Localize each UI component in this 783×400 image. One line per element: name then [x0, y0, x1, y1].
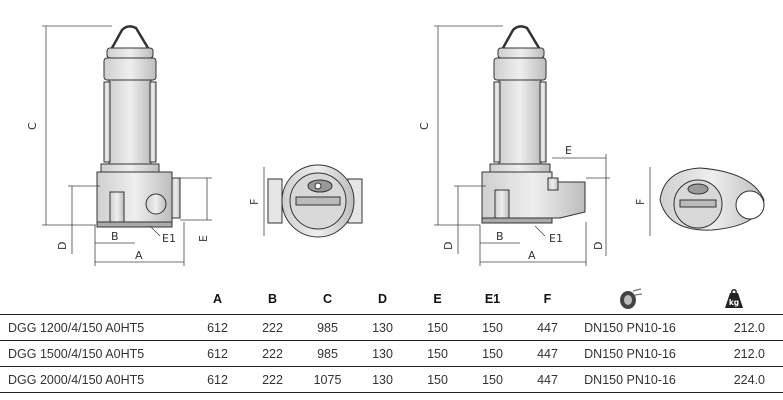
- left-dim-e1: E1: [162, 232, 176, 245]
- cell-d: 130: [355, 366, 410, 393]
- cell-c: 1075: [300, 366, 355, 393]
- cell-e: 150: [410, 366, 465, 393]
- pump-drawings: C D B A E1 E F: [26, 25, 765, 266]
- cell-c: 985: [300, 314, 355, 341]
- cell-flange: DN150 PN10-16: [575, 340, 685, 367]
- left-top-dim-f: F: [248, 199, 261, 205]
- cell-flange: DN150 PN10-16: [575, 366, 685, 393]
- weight-kg-icon: kg: [685, 284, 783, 315]
- left-dim-e: E: [197, 235, 210, 242]
- cell-weight: 212.0: [685, 340, 783, 367]
- cell-weight: 212.0: [685, 314, 783, 341]
- cell-e: 150: [410, 314, 465, 341]
- right-dim-d2: D: [592, 242, 605, 250]
- header-b: B: [267, 292, 278, 306]
- cell-b: 222: [245, 314, 300, 341]
- header-d: D: [377, 292, 388, 306]
- left-dim-b: B: [111, 230, 119, 243]
- left-side-view: [96, 25, 181, 228]
- cell-f: 447: [520, 366, 575, 393]
- cell-d: 130: [355, 314, 410, 341]
- header-c: C: [322, 292, 333, 306]
- right-top-view: [659, 167, 765, 231]
- specs-table: A B C D E E1 F kg: [0, 284, 783, 393]
- right-dim-c: C: [418, 122, 431, 130]
- table-row: DGG 1200/4/150 A0HT5 612 222 985 130 150…: [0, 314, 783, 341]
- cell-flange: DN150 PN10-16: [575, 314, 685, 341]
- right-top-dim-f: F: [634, 199, 647, 205]
- right-dim-b: B: [496, 230, 504, 243]
- cell-a: 612: [190, 340, 245, 367]
- cell-e: 150: [410, 340, 465, 367]
- cell-model: DGG 1500/4/150 A0HT5: [0, 340, 190, 367]
- right-dim-e: E: [565, 144, 572, 157]
- cell-b: 222: [245, 340, 300, 367]
- table-row: DGG 2000/4/150 A0HT5 612 222 1075 130 15…: [0, 366, 783, 393]
- pipe-flange-icon: [575, 284, 685, 315]
- cell-a: 612: [190, 366, 245, 393]
- right-dim-d: D: [442, 242, 455, 250]
- cell-e1: 150: [465, 314, 520, 341]
- header-e1: E1: [484, 292, 501, 306]
- cell-b: 222: [245, 366, 300, 393]
- right-dim-e1: E1: [549, 232, 563, 245]
- right-side-dimensions: [434, 25, 610, 266]
- table-header-row: A B C D E E1 F kg: [0, 284, 783, 315]
- cell-f: 447: [520, 340, 575, 367]
- cell-c: 985: [300, 340, 355, 367]
- left-dim-a: A: [135, 249, 143, 262]
- right-dim-a: A: [528, 249, 536, 262]
- cell-weight: 224.0: [685, 366, 783, 393]
- table-row: DGG 1500/4/150 A0HT5 612 222 985 130 150…: [0, 340, 783, 367]
- left-dim-d: D: [56, 242, 69, 250]
- cell-e1: 150: [465, 366, 520, 393]
- header-e: E: [433, 292, 442, 306]
- cell-a: 612: [190, 314, 245, 341]
- header-f: F: [543, 292, 552, 306]
- header-a: A: [212, 292, 223, 306]
- header-model: [0, 284, 190, 315]
- right-side-view: [481, 25, 586, 224]
- svg-text:kg: kg: [729, 298, 739, 307]
- left-dim-c: C: [26, 122, 39, 130]
- cell-model: DGG 1200/4/150 A0HT5: [0, 314, 190, 341]
- cell-model: DGG 2000/4/150 A0HT5: [0, 366, 190, 393]
- left-side-dimensions: [42, 25, 212, 266]
- left-top-view: [267, 164, 363, 238]
- cell-e1: 150: [465, 340, 520, 367]
- cell-f: 447: [520, 314, 575, 341]
- cell-d: 130: [355, 340, 410, 367]
